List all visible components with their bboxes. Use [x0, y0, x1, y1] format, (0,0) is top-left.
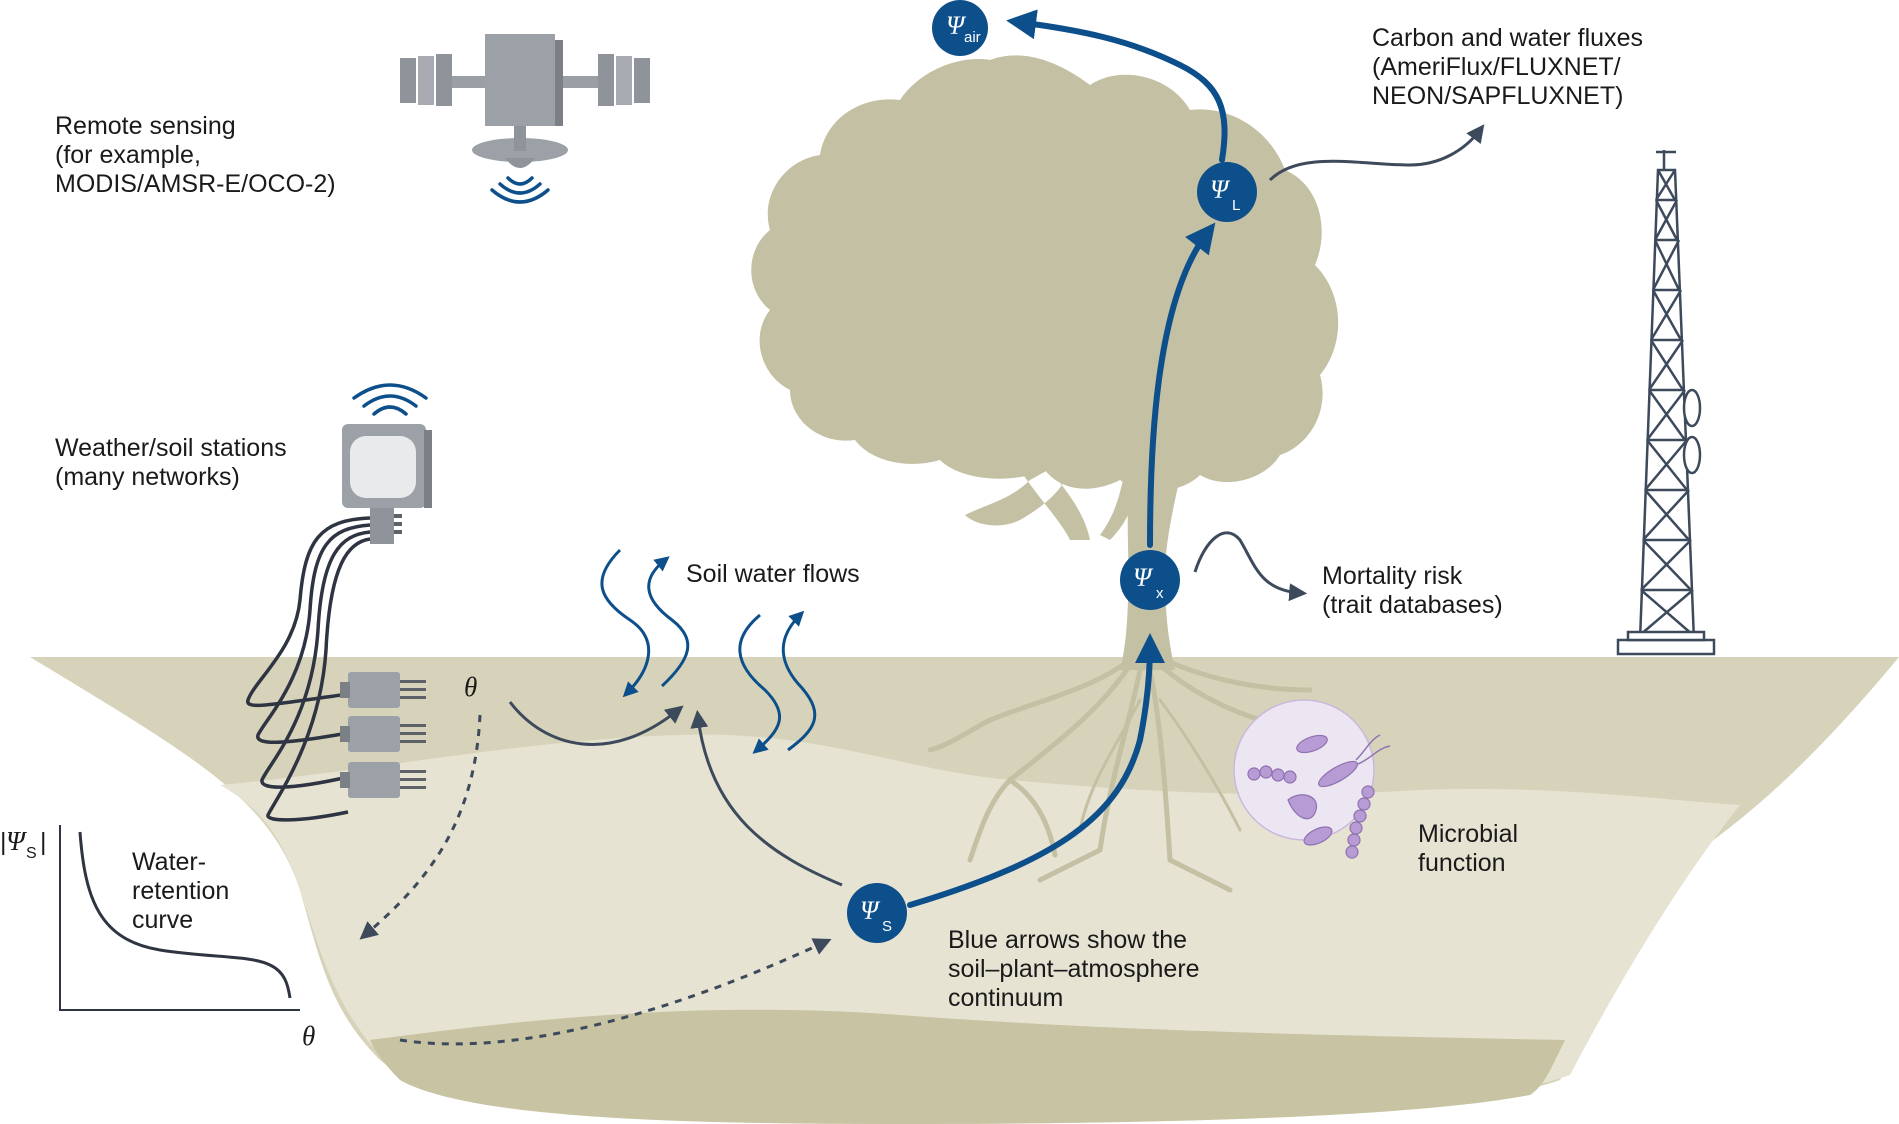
svg-text:S: S — [882, 918, 892, 935]
mortality-arrow — [1193, 531, 1308, 602]
satellite-icon — [400, 34, 650, 204]
curve-to-soil-arrow — [399, 938, 832, 1046]
node-air: Ψ air — [932, 0, 988, 56]
flux-tower-icon — [1616, 150, 1716, 656]
soil-water-flows-label: Soil water flows — [686, 560, 860, 588]
weather-stations-label: Weather/soil stations (many networks) — [55, 434, 294, 491]
microbe-circle — [1233, 699, 1391, 859]
svg-text:S: S — [26, 845, 37, 862]
fluxes-label: Carbon and water fluxes (AmeriFlux/FLUXN… — [1372, 24, 1650, 110]
node-xylem: Ψ x — [1120, 550, 1180, 610]
svg-text:Ψ: Ψ — [860, 896, 881, 925]
svg-text:air: air — [964, 29, 981, 46]
graph-axes — [59, 825, 300, 1011]
svg-text:L: L — [1232, 197, 1240, 214]
node-leaf: Ψ L — [1197, 162, 1257, 222]
svg-text:Ψ: Ψ — [1210, 175, 1231, 204]
soil-to-xylem-arrow — [907, 633, 1165, 908]
microbial-label: Microbial function — [1418, 820, 1525, 877]
node-soil: Ψ S — [847, 883, 907, 943]
remote-sensing-label: Remote sensing (for example, MODIS/AMSR-… — [55, 112, 336, 198]
soil-to-flows-arrow — [690, 709, 843, 887]
tree-canopy — [751, 55, 1339, 491]
svg-text:x: x — [1156, 585, 1164, 602]
graph-y-axis-label: | Ψ S | — [0, 826, 47, 862]
theta-soil-label: θ — [464, 672, 477, 702]
soil-deep-layer — [370, 1009, 1565, 1124]
theta-to-graph-arrow — [359, 714, 482, 940]
leaf-to-air-arrow — [1006, 9, 1228, 163]
retention-curve — [78, 831, 292, 999]
weather-station-icon — [246, 383, 432, 822]
mortality-label: Mortality risk (trait databases) — [1322, 562, 1503, 619]
theta-to-flows-arrow — [508, 701, 684, 746]
xylem-to-leaf-arrow — [1147, 222, 1216, 548]
water-retention-graph — [59, 825, 300, 1011]
svg-text:|: | — [40, 828, 47, 856]
continuum-label: Blue arrows show the soil–plant–atmosphe… — [948, 926, 1207, 1012]
svg-text:|: | — [0, 828, 7, 856]
svg-text:Ψ: Ψ — [1133, 563, 1154, 592]
soil-water-flow-arrows — [600, 548, 817, 754]
dark-arrows — [359, 124, 1485, 1046]
svg-text:Ψ: Ψ — [946, 11, 967, 40]
theta-axis-label: θ — [302, 1021, 315, 1051]
continuum-arrows — [907, 9, 1228, 908]
tree-branches — [965, 455, 1140, 540]
svg-text:Ψ: Ψ — [6, 826, 28, 856]
water-retention-label: Water- retention curve — [132, 848, 236, 934]
flux-arrow — [1268, 124, 1485, 182]
